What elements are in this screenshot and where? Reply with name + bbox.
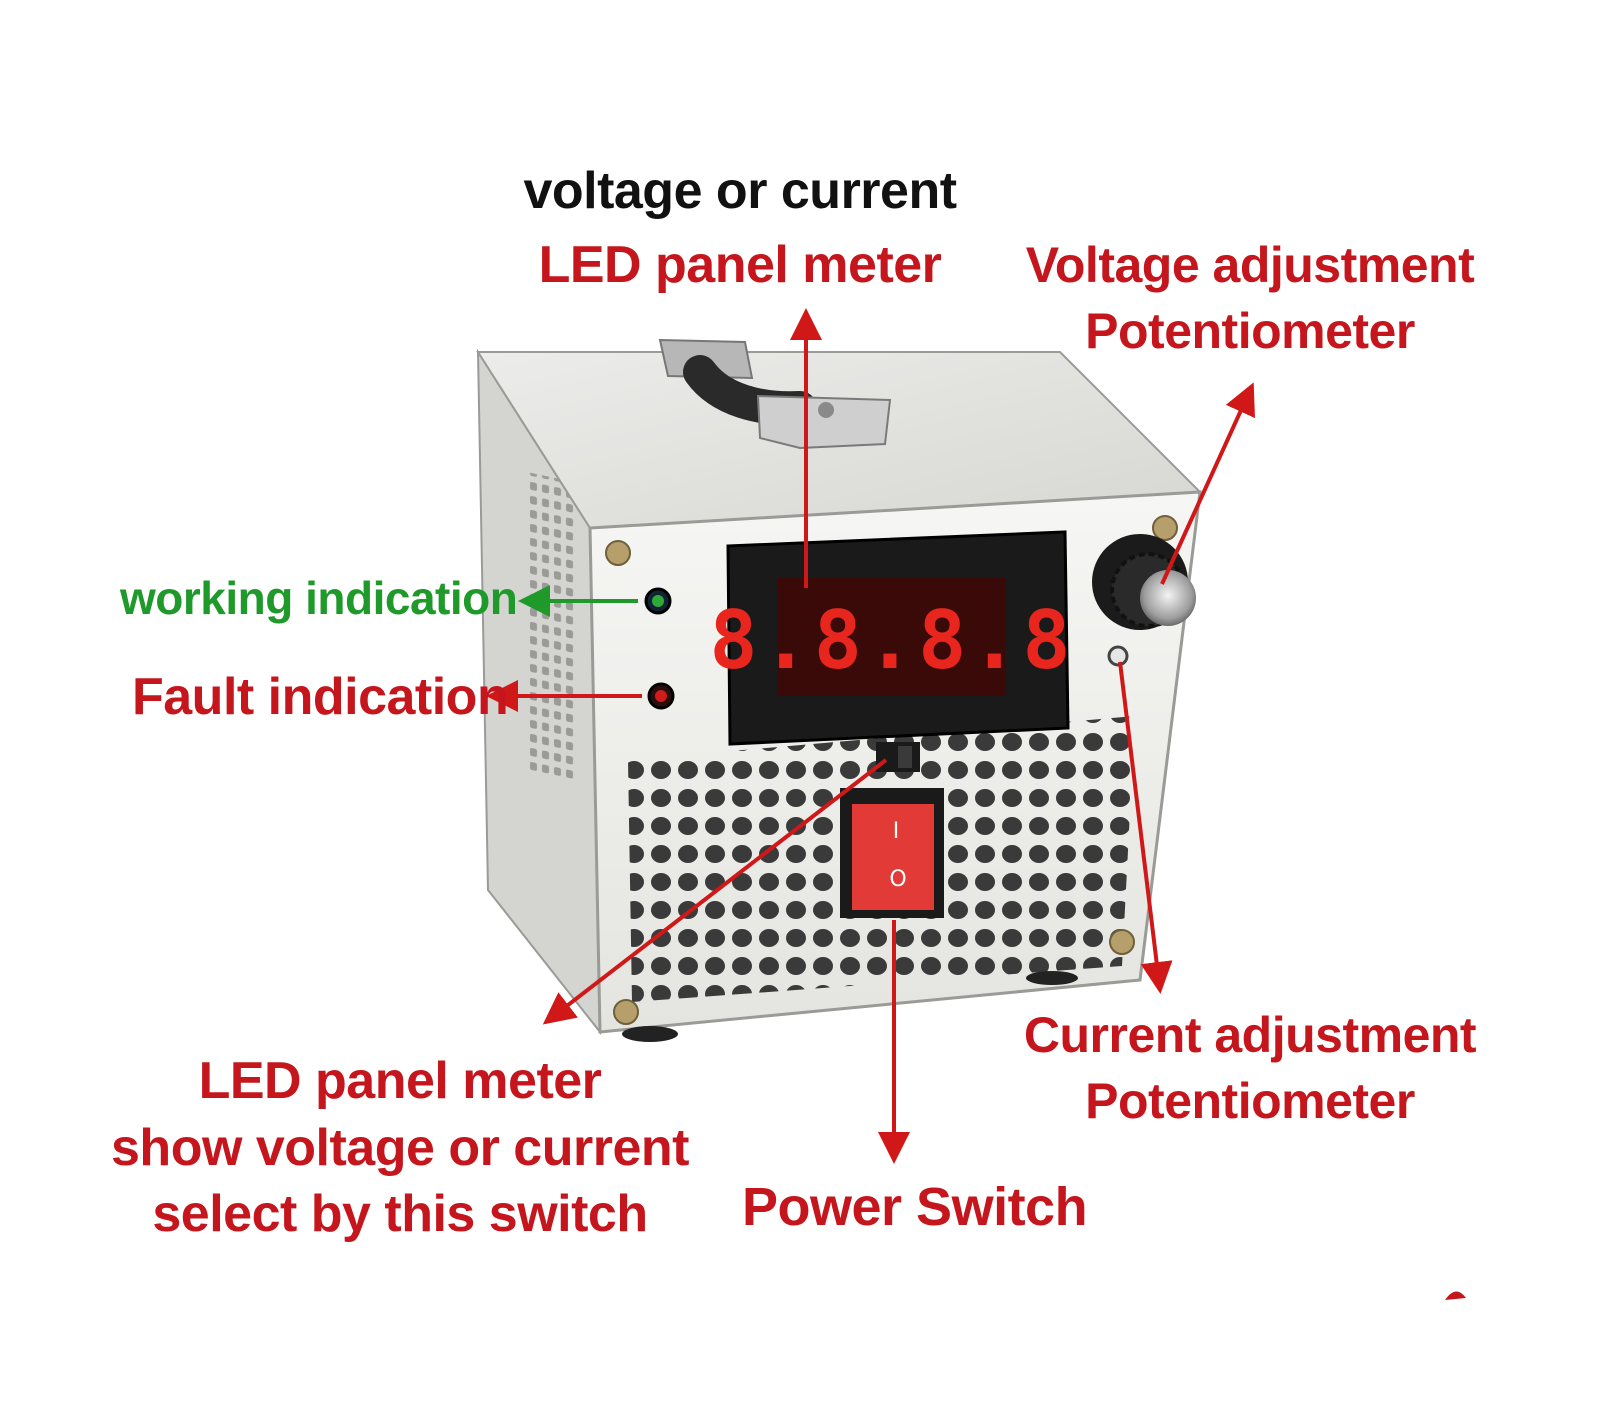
voltage-label-line-2: Potentiometer (1085, 303, 1415, 359)
switch-label-line-2: show voltage or current (111, 1118, 689, 1177)
working-indication-label: working indication (120, 572, 518, 624)
panel-screws (605, 515, 1178, 1025)
corner-mark-icon (1445, 1291, 1466, 1300)
voltage-label-line-1: Voltage adjustment (1025, 237, 1475, 293)
led-panel-meter: 8.8.8.8 (709, 530, 1074, 746)
current-label-line-2: Potentiometer (1085, 1073, 1415, 1129)
meter-select-switch-icon[interactable] (876, 742, 920, 772)
meter-select-switch-label: LED panel meter show voltage or current … (110, 1048, 690, 1248)
top-caption-label: voltage or current (523, 162, 957, 220)
fault-led-icon (647, 682, 675, 710)
led-display-digits: 8.8.8.8 (709, 594, 1074, 687)
switch-label-line-3: select by this switch (152, 1185, 648, 1244)
voltage-potentiometer-knob-icon (1092, 534, 1196, 630)
power-switch-label: Power Switch (742, 1177, 1088, 1237)
carry-handle (658, 338, 892, 450)
arrow-switch (542, 758, 888, 1025)
switch-label-line-1: LED panel meter (198, 1052, 602, 1110)
case-side-panel (476, 348, 602, 1035)
case-feet (622, 971, 1078, 1042)
power-rocker-switch-icon[interactable]: I O (840, 788, 944, 918)
current-potentiometer-icon (1107, 645, 1129, 667)
fault-indication-label: Fault indication (132, 668, 509, 726)
annotation-arrows (486, 308, 1255, 1164)
current-potentiometer-label: Current adjustment Potentiometer (1015, 1002, 1485, 1134)
rocker-on-symbol: I (893, 819, 900, 844)
voltage-potentiometer-label: Voltage adjustment Potentiometer (1015, 232, 1485, 364)
arrow-current-pot (1118, 661, 1173, 994)
current-label-line-1: Current adjustment (1023, 1007, 1477, 1063)
rocker-off-symbol: O (889, 867, 906, 892)
working-led-icon (644, 587, 672, 615)
led-panel-meter-label: LED panel meter (538, 236, 942, 294)
arrow-voltage-pot (1160, 382, 1255, 585)
